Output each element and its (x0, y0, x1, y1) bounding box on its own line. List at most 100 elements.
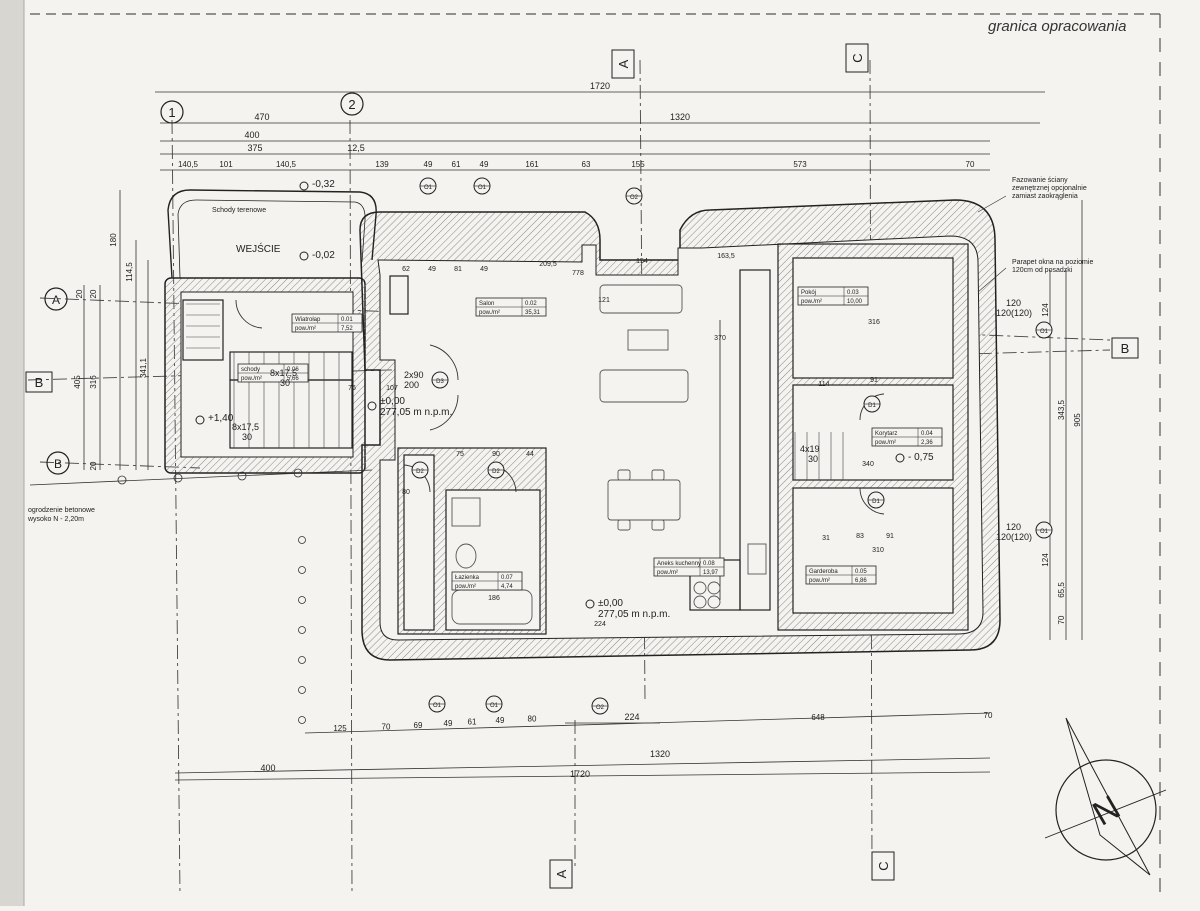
room-area-label: pow./m² (875, 440, 896, 446)
bottom-dim-label: 70 (382, 722, 391, 731)
dim-12-5: 12,5 (347, 143, 365, 153)
element-tag-label: O2 (596, 705, 605, 711)
section-marker-a-bottom: A (549, 859, 573, 889)
fence-note-1: ogrodzenie betonowe (28, 507, 95, 514)
level-minus-002: -0,02 (312, 250, 335, 261)
top-dim-label: 155 (631, 160, 645, 169)
room-area-label: pow./m² (241, 376, 262, 382)
element-tag-label: D3 (436, 379, 444, 385)
bottom-dim-label: 80 (528, 714, 537, 723)
interior-dim-label: 209,5 (539, 261, 557, 268)
interior-dim-label: 121 (598, 297, 610, 304)
top-dim-label: 70 (966, 160, 975, 169)
room-area: 2,36 (921, 440, 933, 446)
top-dim-label: 139 (375, 160, 389, 169)
top-dim-label: 573 (793, 160, 807, 169)
svg-text:A: A (554, 869, 569, 878)
dim-375-top: 375 (247, 143, 262, 153)
dim-1320-top: 1320 (670, 112, 690, 122)
room-name: Salon (479, 301, 494, 307)
dim-1320-bottom: 1320 (650, 749, 670, 759)
interior-dim-label: 310 (872, 547, 884, 554)
level-minus-032: -0,32 (312, 179, 335, 190)
bottom-dim-label: 69 (414, 721, 423, 730)
right-dim-label: 124 (1041, 553, 1050, 567)
svg-text:A: A (52, 293, 60, 307)
room-area-label: pow./m² (295, 326, 316, 332)
element-tag-label: O1 (1040, 329, 1049, 335)
interior-dim-label: 75 (456, 451, 464, 458)
room-number: 0.04 (921, 431, 933, 437)
room-name: Pokój (801, 290, 816, 296)
axis-marker-1: 1 (160, 100, 184, 124)
element-tag-label: D2 (492, 469, 500, 475)
interior-dim-label: 340 (862, 461, 874, 468)
top-dim-label: 49 (480, 160, 489, 169)
fence-posts (29, 468, 373, 724)
bottom-dimensions (174, 712, 991, 781)
dim-overall-bottom: 1720 (570, 769, 590, 779)
note-right-3: zamiast zaokrąglenia (1012, 193, 1078, 200)
element-tag-label: O2 (630, 195, 639, 201)
interior-dim-label: 186 (488, 595, 500, 602)
stairs-1-label: 8x17,5 (270, 368, 297, 378)
level-elev-1: 277,05 m n.p.m. (380, 407, 452, 418)
door-d3-height: 200 (404, 380, 419, 390)
dim-470: 470 (254, 112, 269, 122)
note-window-1: Parapet okna na poziomie (1012, 259, 1093, 266)
dining-table (607, 479, 681, 521)
room-area: 4,74 (501, 584, 513, 590)
room-number: 0.02 (525, 301, 537, 307)
entrance-label: WEJŚCIE (236, 242, 281, 255)
left-dim-label: 316 (89, 375, 98, 389)
interior-dim-label: 44 (526, 451, 534, 458)
room-number: 0.07 (501, 575, 513, 581)
interior-dim-label: 31 (822, 535, 830, 542)
level-minus-075: - 0,75 (908, 452, 934, 463)
svg-text:1: 1 (168, 105, 175, 120)
left-dim-label: 20 (75, 289, 84, 298)
level-zero-1: ±0,00 (380, 396, 405, 407)
dim-224-bottom: 224 (624, 712, 639, 722)
level-marks: -0,32 -0,02 ±0,00 277,05 m n.p.m. +1,40 … (195, 179, 934, 620)
right-dim-label: 124 (1041, 303, 1050, 317)
room-area: 13,97 (703, 570, 719, 576)
element-tag-label: O1 (433, 703, 442, 709)
interior-dim-label: 114 (818, 381, 829, 388)
annotations: WEJŚCIE Schody terenowe 8x17,5 30 8x17,5… (27, 177, 1093, 542)
section-marker-b-right: B (1111, 337, 1139, 359)
stairs-3-depth: 30 (808, 454, 818, 464)
top-dim-label: 49 (424, 160, 433, 169)
note-window-2: 120cm od posadzki (1012, 267, 1073, 274)
svg-text:C: C (876, 861, 891, 870)
interior-dim-label: 62 (402, 266, 410, 273)
top-dim-label: 140,5 (276, 160, 297, 169)
room-number: 0.03 (847, 290, 859, 296)
top-dim-label: 61 (452, 160, 461, 169)
svg-text:A: A (616, 59, 631, 68)
sofa-top (599, 284, 683, 314)
section-marker-c-top: C (845, 43, 869, 73)
interior-dim-label: 80 (402, 489, 410, 496)
room-name: Łazienka (455, 575, 480, 581)
svg-text:B: B (54, 457, 62, 471)
section-marker-b-left: B (25, 371, 53, 393)
boundary-label: granica opracowania (988, 18, 1127, 35)
section-marker-c-bottom: C (871, 851, 895, 881)
left-dim-label: 20 (89, 289, 98, 298)
stairs-2-depth: 30 (242, 432, 252, 442)
axis-marker-b-left: B (46, 451, 70, 475)
room-name: Garderoba (809, 569, 838, 575)
interior-dim-label: 90 (492, 451, 500, 458)
room-number: 0.06 (287, 367, 299, 373)
room-area: 35,31 (525, 310, 541, 316)
interior-dim-label: 224 (594, 621, 606, 628)
interior-dim-label: 107 (386, 385, 398, 392)
interior-dim-label: 49 (428, 266, 436, 273)
svg-text:B: B (1121, 341, 1130, 356)
interior-dim-label: 91 (870, 377, 878, 384)
svg-text:2: 2 (348, 97, 355, 112)
